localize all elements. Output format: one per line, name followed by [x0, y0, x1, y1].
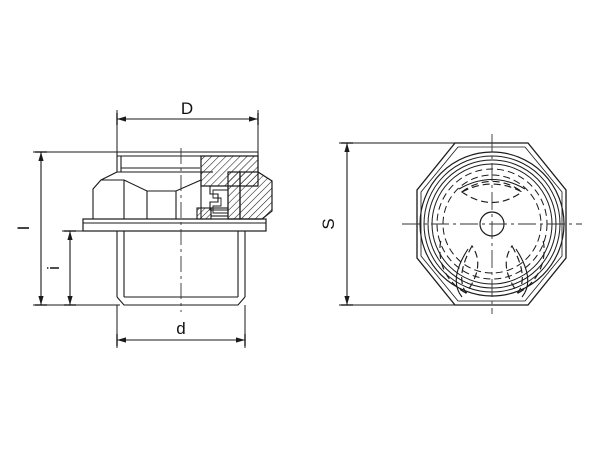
- dimension-d: [116, 305, 246, 348]
- side-section-view: [82, 148, 273, 312]
- dimension-label-I: I: [14, 226, 33, 231]
- dimension-S: [339, 142, 460, 306]
- dimension-label-d: d: [176, 319, 185, 338]
- dimension-label-i: i: [44, 266, 63, 270]
- dimension-label-D: D: [181, 99, 193, 118]
- dimension-i: [62, 230, 120, 306]
- section-hatch-nose: [239, 171, 273, 220]
- dimension-D: [116, 110, 259, 152]
- dimension-label-S: S: [319, 218, 338, 229]
- end-view: [402, 134, 582, 314]
- three-spoke-guard: [439, 180, 545, 295]
- end-view-centrelines: [402, 134, 582, 314]
- internal-thread-steps: [209, 185, 229, 214]
- base-flange: [82, 218, 267, 232]
- section-hatch-step-column: [227, 171, 241, 220]
